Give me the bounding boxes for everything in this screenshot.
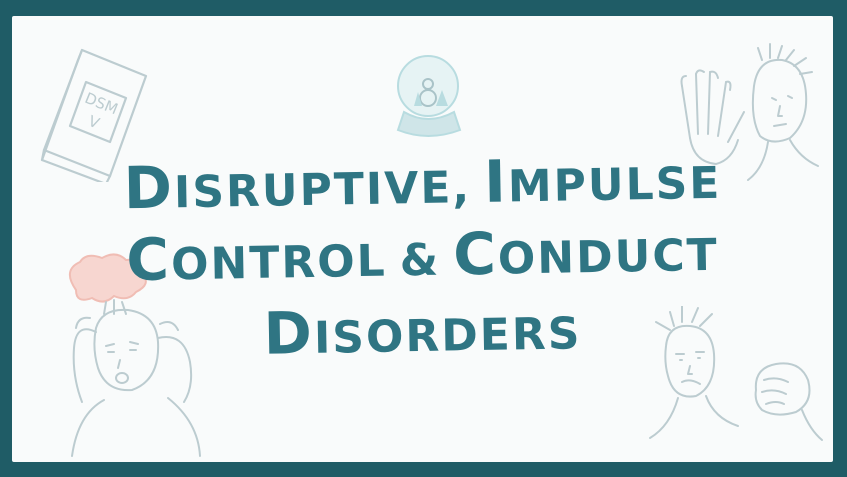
title-word-rest: ontrol	[170, 235, 388, 291]
title-word-rest: isruptive,	[173, 162, 472, 219]
title-word-initial: C	[452, 219, 499, 289]
title-line-1: Disruptive, Impulse	[12, 147, 833, 223]
book-label-line2: V	[86, 112, 103, 133]
title-word-initial: D	[263, 298, 315, 368]
title-ampersand: &	[399, 234, 441, 287]
title-card: DSM V	[12, 16, 833, 462]
title-word-rest: mpulse	[507, 157, 722, 213]
fist-person-icon	[649, 306, 823, 441]
title-word-initial: C	[125, 225, 172, 295]
title-word-initial: I	[483, 147, 509, 216]
exploding-head-person-icon	[69, 253, 201, 457]
snow-globe-icon	[396, 55, 462, 137]
title-word-rest: isorders	[313, 308, 582, 364]
title-word-rest: onduct	[497, 229, 720, 285]
book-icon: DSM V	[40, 48, 148, 182]
hand-stop-person-icon	[680, 43, 819, 181]
title-word-initial: D	[123, 153, 175, 223]
title-line-2: Control & Conduct	[12, 219, 833, 295]
